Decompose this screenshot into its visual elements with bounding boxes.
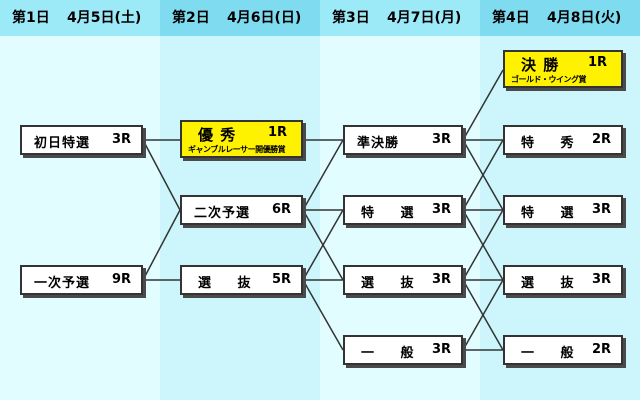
race-round: 3R: [431, 202, 451, 217]
link-shonichi-niji: [142, 139, 181, 211]
race-round: 3R: [591, 272, 611, 287]
header-day3-date: 4月7日(月): [387, 10, 462, 26]
race-name: 優 秀: [198, 126, 237, 144]
race-box-senbatsu-day2[interactable]: 選 抜 5R: [180, 265, 303, 295]
race-box-yusho[interactable]: 優 秀 1R ギャンブルレーサー開優勝賞: [180, 120, 303, 158]
race-round: 5R: [271, 272, 291, 287]
link-senbatsu-tokusen: [302, 209, 344, 281]
link-tokusen-tokushu: [462, 139, 504, 211]
race-name: 特 選: [361, 206, 425, 221]
link-niji-junkessho: [302, 139, 344, 211]
race-name: 一次予選: [34, 276, 91, 291]
link-senbatsu-ippan: [302, 279, 344, 351]
race-box-tokusen-day3[interactable]: 特 選 3R: [343, 195, 463, 225]
link-junkessho-kessho: [462, 69, 504, 141]
race-name: 選 抜: [198, 276, 262, 291]
link-ichiji-niji: [142, 209, 181, 281]
header-day1-label: 第1日: [12, 10, 50, 26]
link-ippan-senbatsu4: [462, 279, 504, 351]
race-name: 決 勝: [521, 56, 560, 74]
race-round: 1R: [267, 125, 287, 140]
race-round: 3R: [431, 132, 451, 147]
race-box-ippan-day3[interactable]: 一 般 3R: [343, 335, 463, 365]
race-round: 3R: [431, 342, 451, 357]
race-round: 3R: [111, 132, 131, 147]
race-round: 2R: [591, 342, 611, 357]
race-box-ippan-day4[interactable]: 一 般 2R: [503, 335, 623, 365]
race-round: 3R: [431, 272, 451, 287]
link-senbatsu-tokusen4: [462, 209, 504, 281]
header-day2: 第2日 4月6日(日): [160, 0, 320, 36]
race-name: 二次予選: [194, 206, 251, 221]
header-day2-label: 第2日: [172, 10, 210, 26]
race-box-ichiji-yosen[interactable]: 一次予選 9R: [20, 265, 143, 295]
header-day4: 第4日 4月8日(火): [480, 0, 640, 36]
race-box-kessho[interactable]: 決 勝 1R ゴールド・ウイング賞: [503, 50, 623, 88]
race-box-tokushu[interactable]: 特 秀 2R: [503, 125, 623, 155]
race-subtitle: ギャンブルレーサー開優勝賞: [188, 145, 286, 154]
race-name: 特 秀: [521, 136, 585, 151]
race-name: 初日特選: [34, 136, 91, 151]
race-box-shonichi-tokusen[interactable]: 初日特選 3R: [20, 125, 143, 155]
race-round: 3R: [591, 202, 611, 217]
race-round: 1R: [587, 55, 607, 70]
race-box-senbatsu-day4[interactable]: 選 抜 3R: [503, 265, 623, 295]
race-round: 9R: [111, 272, 131, 287]
race-box-junkessho[interactable]: 準決勝 3R: [343, 125, 463, 155]
column-day1: [0, 0, 160, 400]
race-box-senbatsu-day3[interactable]: 選 抜 3R: [343, 265, 463, 295]
header-day3-label: 第3日: [332, 10, 370, 26]
header-day1: 第1日 4月5日(土): [0, 0, 160, 36]
race-subtitle: ゴールド・ウイング賞: [511, 75, 587, 84]
header-day2-date: 4月6日(日): [227, 10, 302, 26]
race-name: 特 選: [521, 206, 585, 221]
race-name: 一 般: [521, 346, 585, 361]
race-name: 準決勝: [357, 136, 400, 151]
race-round: 6R: [271, 202, 291, 217]
header-day3: 第3日 4月7日(月): [320, 0, 480, 36]
race-round: 2R: [591, 132, 611, 147]
header-day1-date: 4月5日(土): [67, 10, 142, 26]
header-day4-date: 4月8日(火): [547, 10, 622, 26]
header-day4-label: 第4日: [492, 10, 530, 26]
race-name: 選 抜: [361, 276, 425, 291]
race-box-tokusen-day4[interactable]: 特 選 3R: [503, 195, 623, 225]
race-name: 選 抜: [521, 276, 585, 291]
race-box-niji-yosen[interactable]: 二次予選 6R: [180, 195, 303, 225]
race-name: 一 般: [361, 346, 425, 361]
